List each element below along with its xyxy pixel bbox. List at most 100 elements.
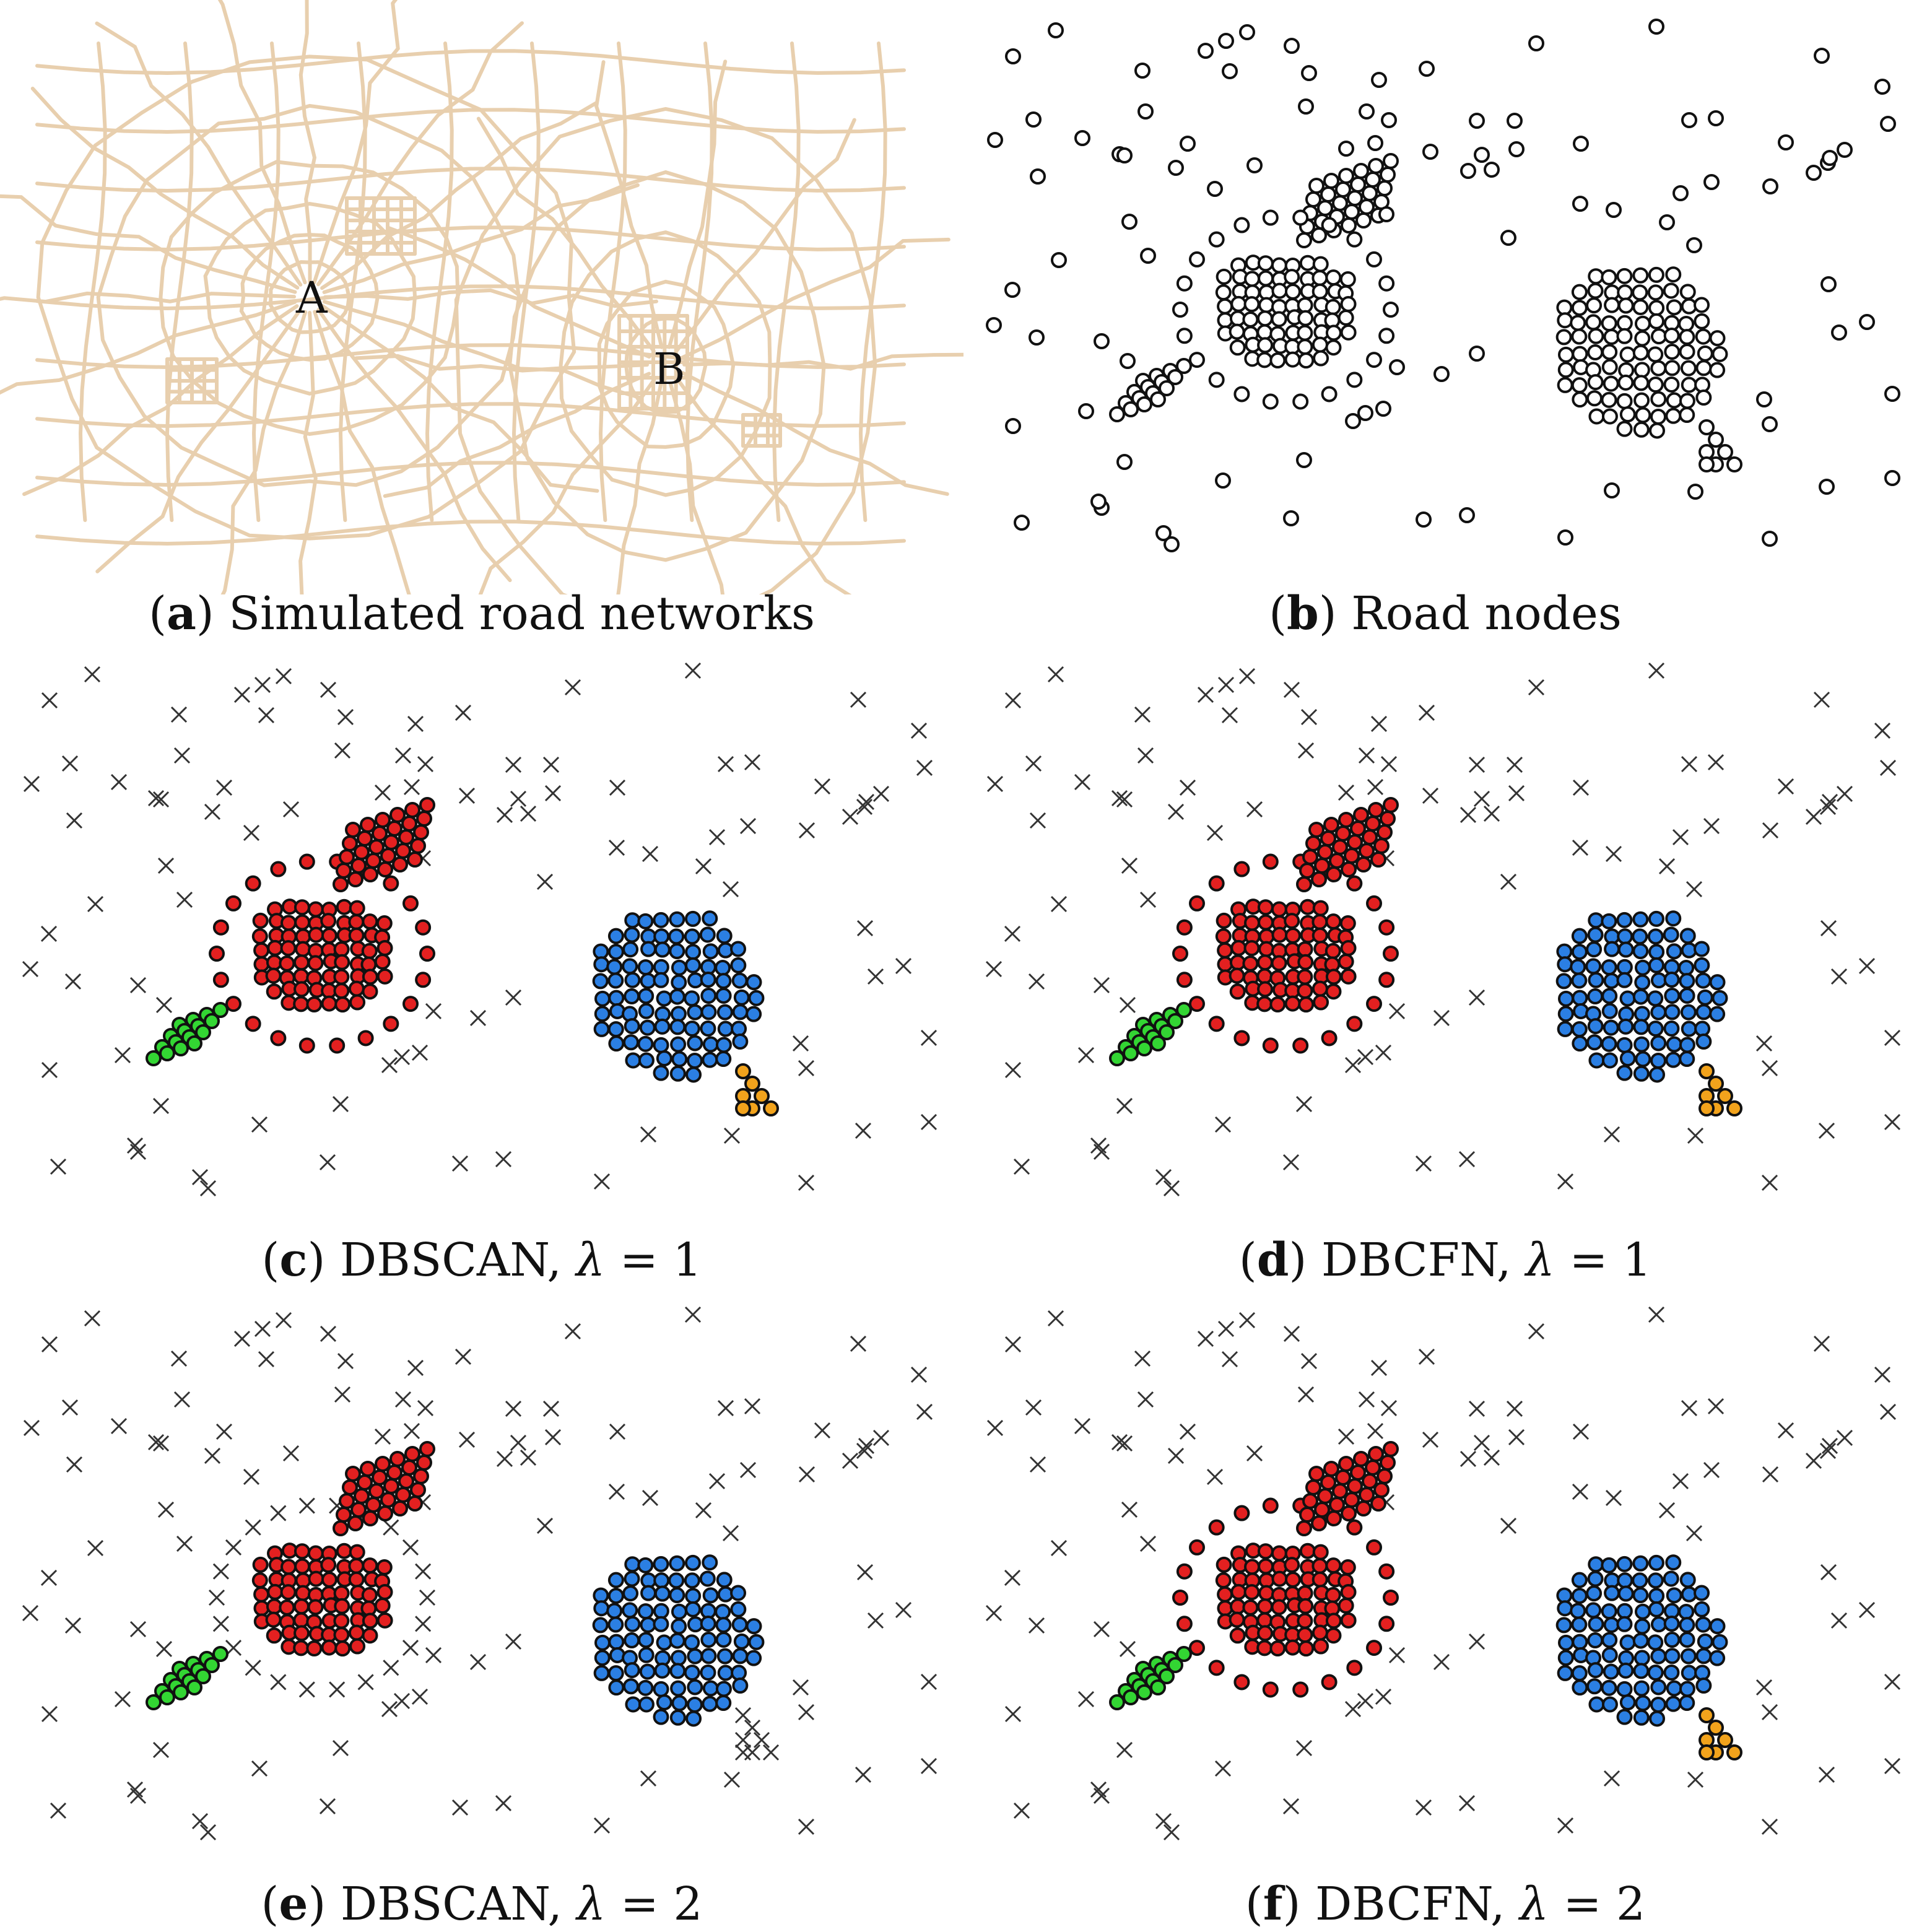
road-node-150 — [1601, 315, 1617, 332]
red-node-82 — [1380, 1455, 1396, 1471]
road-segment-60 — [599, 41, 627, 522]
blue-node-92 — [1695, 1033, 1712, 1050]
panel-a: A B (a) Simulated road networks — [0, 0, 964, 644]
blue-node-53 — [1633, 1036, 1650, 1053]
red-outer-node-10 — [1176, 1616, 1193, 1632]
road-node-327 — [1484, 162, 1500, 178]
noise-cross-11 — [1572, 779, 1590, 796]
noise-cross-78 — [1820, 1564, 1837, 1581]
road-segment-1 — [239, 233, 380, 362]
red-outer-node-9 — [225, 996, 241, 1012]
red-node-88 — [413, 824, 429, 840]
red-node-82 — [416, 811, 432, 827]
road-node-300 — [1116, 454, 1133, 470]
road-node-308 — [1284, 38, 1300, 54]
blue-node-90 — [732, 1004, 749, 1020]
blue-node-36 — [654, 1585, 671, 1602]
road-node-285 — [1120, 353, 1136, 369]
noise-cross-43 — [1119, 996, 1136, 1014]
road-node-8 — [1230, 295, 1247, 312]
road-node-184 — [1647, 346, 1664, 363]
red-node-24 — [293, 1598, 310, 1615]
red-node-95 — [1296, 1520, 1312, 1536]
noise-cross-39 — [608, 1483, 625, 1500]
noise-cross-71 — [1473, 1434, 1490, 1451]
blue-node-18 — [624, 972, 641, 988]
red-node-10 — [1229, 1611, 1245, 1628]
noise-cross-21 — [1777, 778, 1794, 795]
blue-node-91 — [1694, 1020, 1711, 1037]
green-node-3 — [1176, 1646, 1192, 1662]
road-node-189 — [1649, 422, 1666, 439]
noise-cross-11 — [609, 1423, 626, 1440]
road-node-259 — [1134, 63, 1151, 79]
red-node-21 — [294, 1558, 311, 1575]
blue-node-52 — [669, 1663, 686, 1679]
blue-node-7 — [1571, 1588, 1588, 1604]
red-outer-node-1 — [1378, 972, 1395, 988]
road-node-58 — [1311, 336, 1328, 353]
blue-node-57 — [1647, 928, 1664, 945]
blue-node-89 — [1697, 989, 1713, 1006]
road-node-16 — [1242, 311, 1259, 328]
noise-cross-70 — [1681, 1399, 1698, 1417]
blue-node-42 — [653, 1681, 669, 1697]
noise-cross-17 — [170, 1350, 188, 1367]
noise-cross-32 — [129, 977, 147, 994]
blue-node-87 — [1694, 1601, 1710, 1617]
noise-cross-75 — [920, 1757, 937, 1775]
noise-cross-ro10 — [212, 1616, 229, 1632]
road-node-286 — [1298, 98, 1314, 115]
blue-node-15 — [624, 1570, 640, 1587]
road-node-53 — [1311, 269, 1328, 286]
noise-cross-89 — [1004, 925, 1021, 942]
red-outer-node-3 — [1346, 1016, 1363, 1032]
noise-cross-16 — [1137, 747, 1154, 764]
noise-cross-13 — [708, 1473, 726, 1490]
blue-node-72 — [700, 1632, 717, 1648]
noise-cross-89 — [40, 925, 58, 942]
noise-cross-70 — [717, 755, 734, 773]
blue-node-72 — [1664, 988, 1681, 1004]
green-node-14 — [173, 1040, 189, 1056]
lambda-value-d: 1 — [1622, 1234, 1652, 1287]
road-node-151 — [1603, 329, 1620, 346]
red-node-54 — [348, 1571, 365, 1588]
blue-node-23 — [1588, 1696, 1605, 1713]
red-node-69 — [374, 953, 391, 970]
blue-node-15 — [1587, 926, 1604, 943]
red-node-32 — [1271, 1599, 1287, 1616]
red-outer-node-5 — [329, 1037, 346, 1054]
noise-cross-8 — [920, 1029, 937, 1046]
noise-cross-15 — [1179, 1423, 1196, 1440]
red-outer-node-4 — [1321, 1030, 1338, 1046]
road-node-156 — [1601, 408, 1618, 425]
noise-cross-ro0 — [419, 1589, 436, 1606]
red-node-58 — [348, 1624, 365, 1641]
blue-node-86 — [730, 1585, 747, 1601]
road-node-310 — [1301, 65, 1317, 81]
noise-cross-35 — [1819, 1442, 1837, 1460]
red-outer-node-16 — [1262, 853, 1279, 870]
orange-node-2 — [1717, 1732, 1733, 1748]
noise-cross-9 — [1375, 1688, 1392, 1705]
red-node-25 — [1256, 968, 1273, 985]
road-node-149 — [1604, 297, 1620, 313]
blue-node-48 — [1634, 959, 1651, 976]
noise-cross-3 — [739, 1461, 757, 1479]
red-node-13 — [1244, 1559, 1261, 1575]
blue-node-4 — [1557, 1650, 1574, 1666]
blue-node-34 — [1616, 1556, 1633, 1572]
road-node-110 — [1188, 352, 1205, 368]
road-node-251 — [1375, 401, 1391, 417]
noise-cross-59 — [1282, 1154, 1300, 1171]
road-node-333 — [1422, 144, 1438, 160]
noise-cross-9 — [1375, 1044, 1392, 1061]
road-node-256 — [1806, 165, 1822, 181]
blue-node-8 — [1570, 1603, 1586, 1619]
noise-cross-78 — [856, 920, 874, 937]
red-outer-node-13 — [225, 895, 241, 912]
noise-cross-71 — [510, 1434, 527, 1451]
caption-title-a: Simulated road networks — [228, 587, 815, 640]
blue-node-19 — [624, 1632, 640, 1649]
